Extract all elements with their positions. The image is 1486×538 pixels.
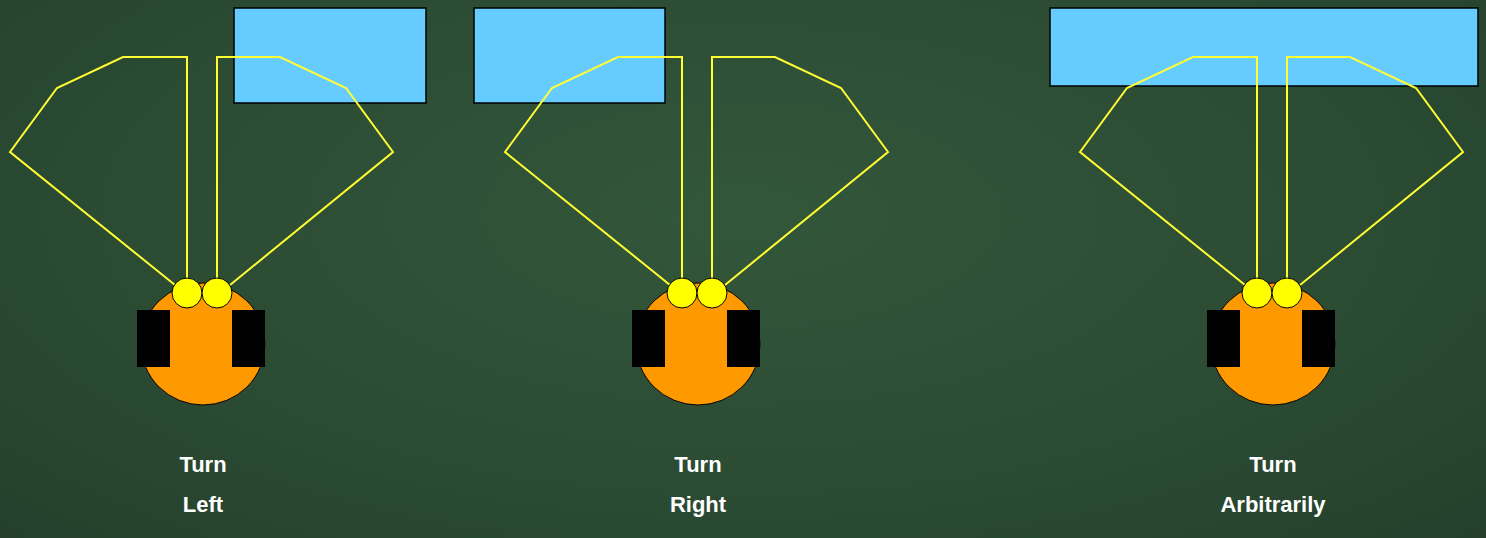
sensor [202,278,232,308]
sensor-range [1080,57,1257,285]
sensor [1242,278,1272,308]
robot [1080,57,1463,405]
sensor-range [712,57,888,285]
obstacle [234,8,426,103]
robot [10,57,393,405]
robot [505,57,888,405]
wheel [727,310,760,367]
wheel [1207,310,1240,367]
sensor [172,278,202,308]
caption-label: Turn Left [179,445,226,525]
sensor [1272,278,1302,308]
sensor-range [10,57,187,285]
wheel [632,310,665,367]
caption-label: Turn Arbitrarily [1220,445,1325,525]
obstacle [474,8,665,103]
sensor-range [505,57,682,285]
sensor-range [1287,57,1463,285]
wheel [1302,310,1335,367]
obstacle [1050,8,1478,86]
sensor [667,278,697,308]
wheel [137,310,170,367]
wheel [232,310,265,367]
sensor [697,278,727,308]
sensor-range [217,57,393,285]
caption-label: Turn Right [670,445,726,525]
